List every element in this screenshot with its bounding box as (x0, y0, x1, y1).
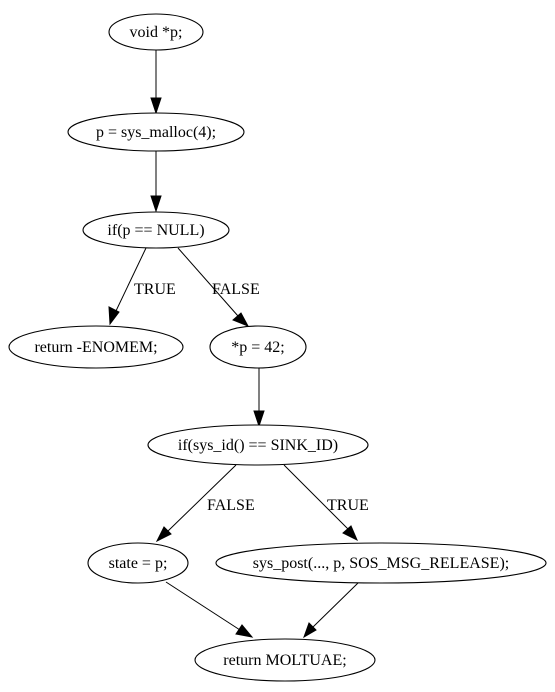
node-if-sink-label: if(sys_id() == SINK_ID) (178, 437, 338, 454)
node-decl: void *p; (108, 13, 204, 51)
edge-post-to-return-final (303, 582, 359, 639)
node-if-null: if(p == NULL) (82, 211, 230, 249)
edge-if-sink-to-state (155, 464, 237, 543)
node-decl-label: void *p; (130, 24, 183, 41)
edge-label-sink-true: TRUE (327, 497, 369, 514)
node-if-null-label: if(p == NULL) (107, 222, 204, 239)
edge-assign-to-if-sink (253, 368, 265, 428)
node-assign-label: *p = 42; (231, 339, 284, 356)
node-malloc: p = sys_malloc(4); (67, 112, 245, 152)
node-return-enomem: return -ENOMEM; (8, 325, 184, 369)
edge-decl-to-malloc (150, 50, 162, 115)
node-return-enomem-label: return -ENOMEM; (34, 339, 157, 356)
node-assign: *p = 42; (209, 325, 307, 369)
edge-label-sink-false: FALSE (207, 497, 255, 514)
edge-state-to-return-final (165, 581, 254, 638)
node-if-sink: if(sys_id() == SINK_ID) (147, 424, 369, 466)
edge-label-null-true: TRUE (134, 281, 176, 298)
node-post-label: sys_post(..., p, SOS_MSG_RELEASE); (253, 555, 509, 572)
edge-if-null-to-return-enomem (108, 247, 147, 326)
edge-if-null-to-assign (177, 247, 250, 327)
edge-malloc-to-if-null (150, 151, 162, 213)
node-post: sys_post(..., p, SOS_MSG_RELEASE); (215, 542, 547, 584)
node-return-final-label: return MOLTUAE; (223, 652, 346, 669)
node-return-final: return MOLTUAE; (194, 638, 376, 682)
edge-label-null-false: FALSE (212, 281, 260, 298)
node-malloc-label: p = sys_malloc(4); (96, 124, 216, 141)
edge-if-sink-to-post (283, 464, 358, 542)
node-state-label: state = p; (109, 555, 168, 572)
node-state: state = p; (87, 542, 189, 584)
